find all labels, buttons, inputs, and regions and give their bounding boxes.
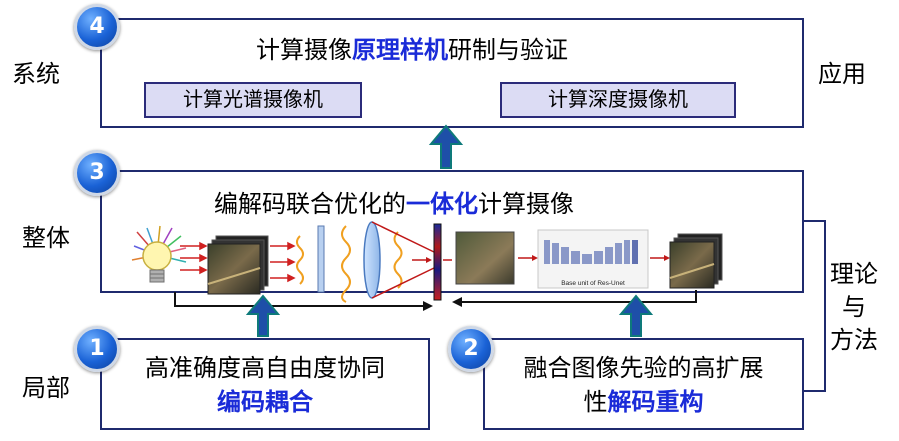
block-arrow-3-to-4 — [428, 124, 464, 169]
box3-title: 编解码联合优化的一体化计算摄像 — [214, 184, 574, 219]
res-unet-chart — [537, 229, 649, 289]
spectral-camera-box: 计算光谱摄像机 — [144, 82, 362, 118]
output-frames — [669, 233, 723, 289]
box1-line1: 高准确度高自由度协同 — [145, 354, 385, 382]
theory-label: 理论 与 方法 — [826, 258, 882, 357]
box1-text: 高准确度高自由度协同 编码耦合 — [102, 351, 428, 419]
theory-line-1: 理论 — [830, 260, 878, 288]
label-system: 系统 — [12, 60, 60, 88]
box2-line1: 融合图像先验的高扩展 — [523, 354, 764, 382]
label-whole: 整体 — [22, 224, 70, 252]
box4-title: 计算摄像原理样机研制与验证 — [256, 30, 568, 65]
label-local: 局部 — [22, 374, 70, 402]
label-application: 应用 — [818, 60, 866, 88]
box3-title-highlight: 一体化 — [406, 190, 478, 218]
box4-title-pre: 计算摄像 — [256, 36, 352, 64]
measurement-image — [455, 231, 515, 285]
box3-title-pre: 编解码联合优化的 — [214, 190, 406, 218]
badge-3: 3 — [74, 150, 120, 196]
badge-2: 2 — [448, 326, 494, 372]
box2-line2-highlight: 解码重构 — [607, 388, 704, 416]
coding-coupling-box: 高准确度高自由度协同 编码耦合 — [100, 338, 430, 430]
box2-line2-pre: 性 — [583, 388, 608, 416]
box3-title-post: 计算摄像 — [478, 190, 574, 218]
box1-line2: 编码耦合 — [217, 388, 313, 416]
block-arrow-2-to-3 — [618, 294, 654, 337]
decoding-reconstruction-box: 融合图像先验的高扩展 性解码重构 — [483, 338, 804, 430]
light-bulb-icon — [131, 225, 187, 283]
theory-line-3: 方法 — [830, 326, 878, 354]
light-arrows — [180, 241, 296, 283]
badge-1: 1 — [74, 326, 120, 372]
coded-mask-icon — [317, 225, 325, 293]
box4-title-highlight: 原理样机 — [352, 36, 448, 64]
scene-frames — [207, 235, 269, 295]
badge-4: 4 — [74, 4, 120, 50]
wavefront-curves — [296, 225, 403, 303]
lens-icon — [363, 221, 381, 299]
box2-line2: 性解码重构 — [485, 385, 802, 419]
box2-text: 融合图像先验的高扩展 性解码重构 — [485, 351, 802, 419]
block-arrow-1-to-3 — [245, 294, 281, 337]
chart-caption: Base unit of Res-Unet — [561, 280, 625, 287]
box4-title-post: 研制与验证 — [448, 36, 568, 64]
sensor-icon — [433, 223, 442, 301]
theory-line-2: 与 — [842, 293, 866, 321]
feedback-arrows — [174, 290, 697, 307]
converging-rays — [371, 221, 435, 299]
depth-camera-box: 计算深度摄像机 — [500, 82, 736, 118]
system-prototype-box: 计算摄像原理样机研制与验证 计算光谱摄像机 计算深度摄像机 — [100, 18, 804, 128]
